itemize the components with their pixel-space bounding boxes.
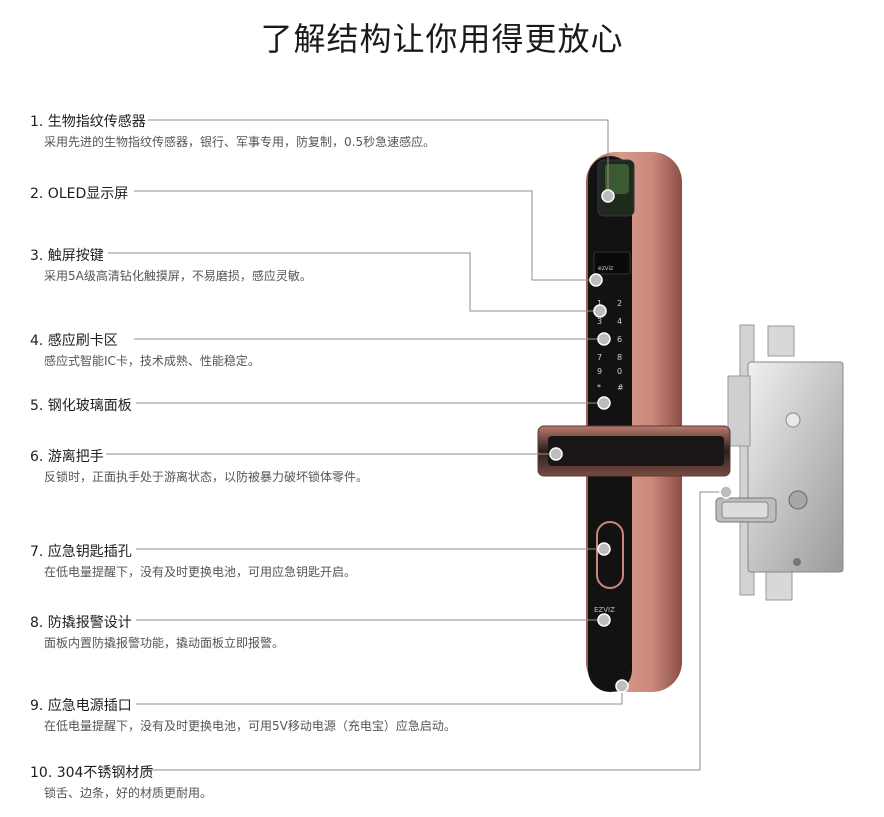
feature-title-key-hole: 7. 应急钥匙插孔	[30, 541, 140, 561]
feature-title-card-area: 4. 感应刷卡区	[30, 330, 126, 350]
key-6: 6	[617, 335, 622, 344]
key-star: *	[597, 383, 601, 392]
feature-desc-anti-pry: 面板内置防撬报警功能，撬动面板立即报警。	[44, 636, 285, 650]
feature-title-glass-panel: 5. 钢化玻璃面板	[30, 395, 140, 415]
brand-logo-top: ezviz	[598, 265, 613, 272]
page-title: 了解结构让你用得更放心	[260, 20, 624, 58]
feature-title-fingerprint: 1. 生物指纹传感器	[30, 111, 154, 131]
feature-title-steel: 10. 304不锈钢材质	[30, 762, 162, 782]
key-7: 7	[597, 353, 602, 362]
key-1: 1	[597, 299, 602, 308]
feature-title-oled: 2. OLED显示屏	[30, 183, 137, 203]
key-8: 8	[617, 353, 622, 362]
key-9: 9	[597, 367, 602, 376]
key-2: 2	[617, 299, 622, 308]
lock-front-panel: ezviz 1 2 3 4 5 6 7 8 9 0 * # EZVIZ	[586, 152, 682, 692]
feature-title-anti-pry: 8. 防撬报警设计	[30, 612, 140, 632]
callout-markers	[549, 189, 733, 693]
feature-desc-card-area: 感应式智能IC卡，技术成熟、性能稳定。	[44, 354, 260, 368]
key-4: 4	[617, 317, 622, 326]
feature-desc-key-hole: 在低电量提醒下，没有及时更换电池，可用应急钥匙开启。	[44, 565, 357, 579]
feature-desc-fingerprint: 采用先进的生物指纹传感器，银行、军事专用，防复制，0.5秒急速感应。	[44, 135, 436, 149]
key-3: 3	[597, 317, 602, 326]
feature-desc-steel: 锁舌、边条，好的材质更耐用。	[44, 786, 213, 800]
feature-desc-touch-keys: 采用5A级高清钻化触摸屏，不易磨损，感应灵敏。	[44, 269, 312, 283]
key-0: 0	[617, 367, 622, 376]
feature-title-free-handle: 6. 游离把手	[30, 446, 112, 466]
feature-desc-power-port: 在低电量提醒下，没有及时更换电池，可用5V移动电源（充电宝）应急启动。	[44, 719, 456, 733]
brand-logo-bottom: EZVIZ	[594, 606, 615, 614]
mortise-lock-body	[715, 324, 844, 601]
feature-title-power-port: 9. 应急电源插口	[30, 695, 140, 715]
feature-title-touch-keys: 3. 触屏按键	[30, 245, 112, 265]
feature-desc-free-handle: 反锁时，正面执手处于游离状态，以防被暴力破坏锁体零件。	[44, 470, 369, 484]
key-hash: #	[617, 383, 624, 392]
lever-handle	[537, 425, 731, 477]
